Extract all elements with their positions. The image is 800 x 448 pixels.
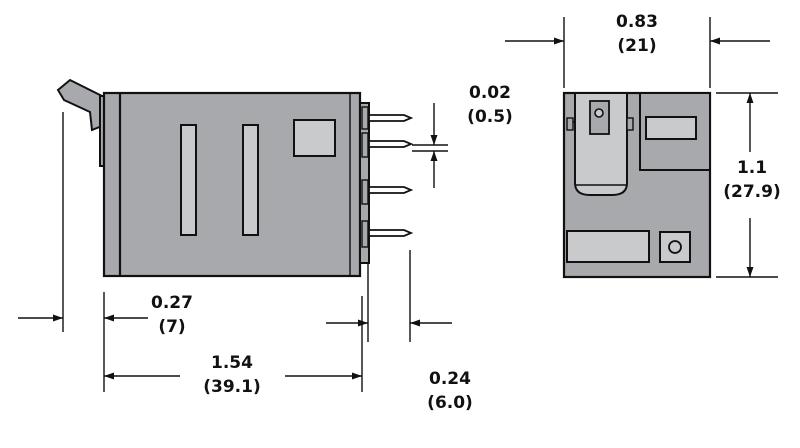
end-height-inches: 1.1 (737, 158, 767, 178)
side-view (56, 78, 414, 278)
bottom-slot (566, 230, 650, 263)
body-length-mm: (39.1) (203, 377, 260, 397)
indicator-led (668, 240, 682, 254)
end-view (562, 91, 712, 279)
pins (368, 114, 414, 237)
pin-length-inches: 0.24 (429, 369, 471, 389)
dimension-pin-length: 0.24 (6.0) (326, 250, 473, 413)
pin-spacing-mm: (0.5) (467, 107, 513, 127)
dimension-pin-spacing: 0.02 (0.5) (412, 83, 513, 188)
dimension-body-length: 1.54 (39.1) (104, 296, 363, 397)
pin-length-mm: (6.0) (427, 393, 473, 413)
dimension-flange-offset: 0.27 (7) (18, 112, 193, 392)
flange-offset-mm: (7) (158, 317, 185, 337)
vent-slot (180, 124, 197, 236)
dimension-end-width: 0.83 (21) (505, 12, 770, 88)
body-length-inches: 1.54 (211, 353, 253, 373)
pin-spacing-inches: 0.02 (469, 83, 511, 103)
dimension-end-height: 1.1 (27.9) (716, 92, 781, 278)
release-lever (56, 78, 103, 132)
flange-offset-inches: 0.27 (151, 293, 193, 313)
end-height-mm: (27.9) (723, 182, 780, 202)
label-window-end (645, 116, 697, 140)
vent-slot (242, 124, 259, 236)
label-window (293, 119, 336, 157)
latch (574, 92, 628, 196)
end-width-inches: 0.83 (616, 12, 658, 32)
end-width-mm: (21) (617, 36, 656, 56)
